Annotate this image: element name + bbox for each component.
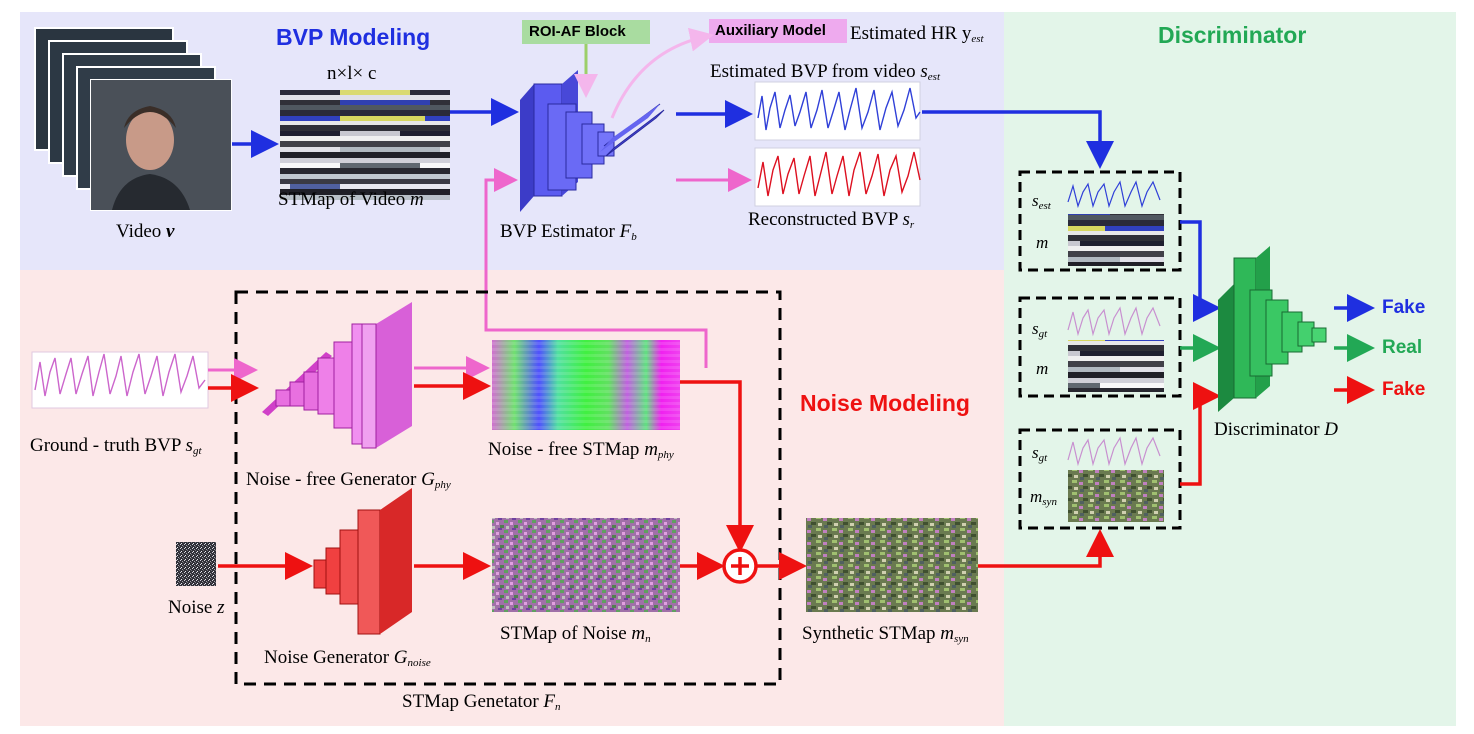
auxiliary-model-box: [709, 19, 847, 43]
disc-input-2-m: m: [1036, 359, 1049, 378]
disc-input-2-s: sgt: [1032, 319, 1048, 340]
stmap-noise-label: STMap of Noise mn: [500, 623, 651, 645]
recon-bvp-box: [754, 147, 921, 207]
estimated-bvp-label: Estimated BVP from video sest: [710, 61, 941, 83]
gt-bvp-wave: [34, 353, 206, 397]
stmap-video-label: STMap of Video m: [278, 189, 424, 210]
output-fake-2: Fake: [1382, 379, 1426, 400]
stmap-dims-label: n×l× c: [327, 63, 377, 84]
disc-input-box-3: [1018, 428, 1182, 530]
plus-operator: [722, 548, 758, 584]
disc-input-1-m: m: [1036, 233, 1049, 252]
disc-input-1-s: sest: [1032, 191, 1051, 212]
noise-z-image: [176, 542, 216, 586]
bvp-estimator-shape: [520, 70, 665, 212]
disc-input-3-s: sgt: [1032, 443, 1048, 464]
stmap-generator-box: [234, 290, 782, 686]
noise-z-label: Noise z: [168, 597, 225, 618]
stmap-noise: [492, 518, 680, 612]
ground-truth-bvp-label: Ground - truth BVP sgt: [30, 435, 202, 457]
bvp-estimator-label: BVP Estimator Fb: [500, 221, 637, 243]
estimated-hr-label: Estimated HR yest: [850, 23, 984, 45]
noise-modeling-title: Noise Modeling: [800, 390, 970, 416]
synthetic-stmap: [806, 518, 978, 612]
noise-generator-shape: [313, 488, 412, 635]
bvp-modeling-title: BVP Modeling: [276, 24, 431, 50]
output-real: Real: [1382, 337, 1423, 358]
roi-af-block-label: ROI-AF Block: [529, 23, 626, 40]
recon-bvp-wave: [757, 151, 921, 197]
est-bvp-wave: [757, 87, 921, 131]
stmap-generator-label: STMap Genetator Fn: [402, 691, 561, 713]
discriminator-shape: [1218, 246, 1327, 412]
disc-input-3-m: msyn: [1030, 487, 1057, 508]
noise-free-generator-label: Noise - free Generator Gphy: [246, 469, 451, 491]
discriminator-title: Discriminator: [1158, 22, 1307, 48]
noise-free-generator-shape: [262, 302, 412, 449]
noise-generator-label: Noise Generator Gnoise: [264, 647, 431, 669]
video-label: Video v: [116, 221, 175, 242]
output-fake-1: Fake: [1382, 297, 1426, 318]
auxiliary-model-label: Auxiliary Model: [715, 22, 826, 39]
noise-modeling-region: [20, 270, 1004, 726]
discriminator-label: Discriminator D: [1214, 419, 1339, 440]
noise-free-stmap-label: Noise - free STMap mphy: [488, 439, 674, 461]
roi-af-block-box: [522, 20, 650, 44]
reconstructed-bvp-label: Reconstructed BVP sr: [748, 209, 915, 231]
stmap-video: [280, 90, 450, 200]
synthetic-stmap-label: Synthetic STMap msyn: [802, 623, 969, 645]
video-frames: [34, 27, 232, 211]
